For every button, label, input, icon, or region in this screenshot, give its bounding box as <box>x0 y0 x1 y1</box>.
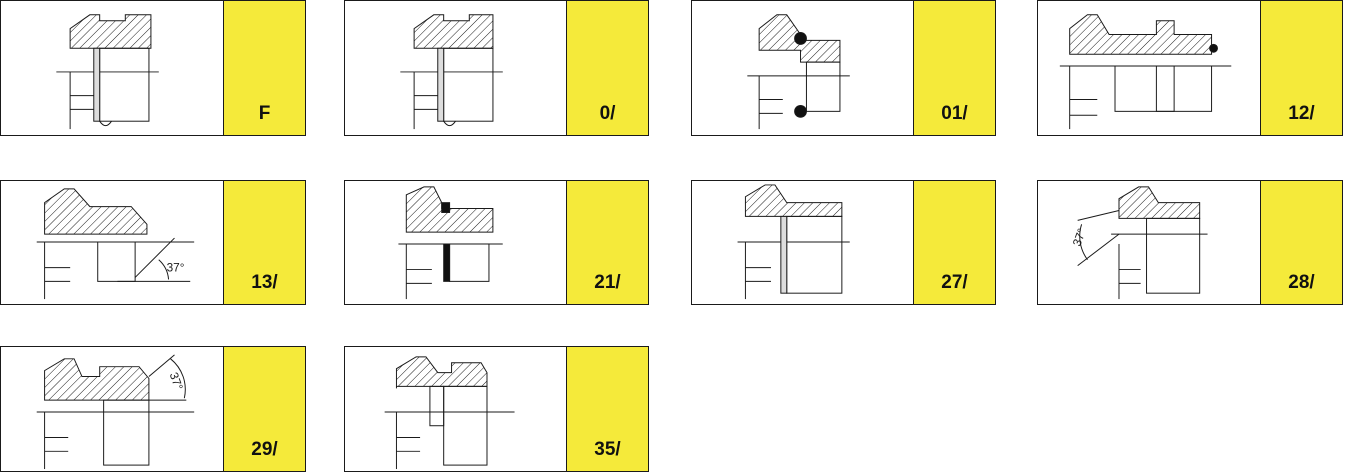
code-box: 29/ <box>223 347 305 471</box>
code-box: 28/ <box>1260 181 1342 304</box>
code-box: 01/ <box>913 1 995 135</box>
code-box: 21/ <box>566 181 648 304</box>
fitting-card-35: 35/ <box>344 346 649 472</box>
code-box: 27/ <box>913 181 995 304</box>
fitting-section-drawing <box>1059 14 1232 130</box>
fitting-code: F <box>258 103 271 124</box>
fitting-card-29: 37° 29/ <box>0 346 306 472</box>
fitting-drawing-01 <box>692 1 913 135</box>
fitting-section-drawing <box>398 186 503 300</box>
fitting-drawing-29: 37° <box>1 347 223 471</box>
fitting-card-27: 27/ <box>691 180 996 305</box>
fitting-code: 01/ <box>941 103 968 124</box>
fitting-drawing-21 <box>345 181 566 304</box>
code-box: 0/ <box>566 1 648 135</box>
fitting-code: 12/ <box>1288 103 1315 124</box>
fitting-section-drawing <box>747 14 850 130</box>
fitting-drawing-12 <box>1038 1 1260 135</box>
fitting-drawing-27 <box>692 181 913 304</box>
fitting-code: 29/ <box>251 439 278 460</box>
code-box: 35/ <box>566 347 648 471</box>
fitting-drawing-0 <box>345 1 566 135</box>
fitting-code: 27/ <box>941 272 968 293</box>
fitting-card-13: 37° 13/ <box>0 180 306 305</box>
fitting-card-28: 37° 28/ <box>1037 180 1343 305</box>
fitting-card-21: 21/ <box>344 180 649 305</box>
angle-label: 37° <box>167 370 186 392</box>
fitting-section-drawing: 37° <box>36 188 195 300</box>
fitting-drawing-f <box>1 1 223 135</box>
fitting-section-drawing: 37° <box>1070 186 1208 300</box>
fitting-card-0: 0/ <box>344 0 649 136</box>
fitting-code: 13/ <box>251 272 278 293</box>
fitting-section-drawing <box>737 184 850 300</box>
fitting-code: 21/ <box>594 272 621 293</box>
code-box: 12/ <box>1260 1 1342 135</box>
fitting-section-drawing <box>56 14 159 130</box>
fitting-code: 28/ <box>1288 272 1315 293</box>
fitting-drawing-28: 37° <box>1038 181 1260 304</box>
fitting-section-drawing: 37° <box>36 354 195 470</box>
fitting-drawing-35 <box>345 347 566 471</box>
angle-label: 37° <box>1070 226 1089 248</box>
fitting-card-f: F <box>0 0 306 136</box>
fitting-section-drawing <box>400 14 503 130</box>
code-box: 13/ <box>223 181 305 304</box>
fitting-section-drawing <box>384 356 515 470</box>
fitting-code: 35/ <box>594 439 621 460</box>
fitting-drawing-13: 37° <box>1 181 223 304</box>
fitting-card-01: 01/ <box>691 0 996 136</box>
fitting-card-12: 12/ <box>1037 0 1343 136</box>
fitting-code: 0/ <box>599 103 616 124</box>
angle-label: 37° <box>167 261 185 275</box>
code-box: F <box>223 1 305 135</box>
